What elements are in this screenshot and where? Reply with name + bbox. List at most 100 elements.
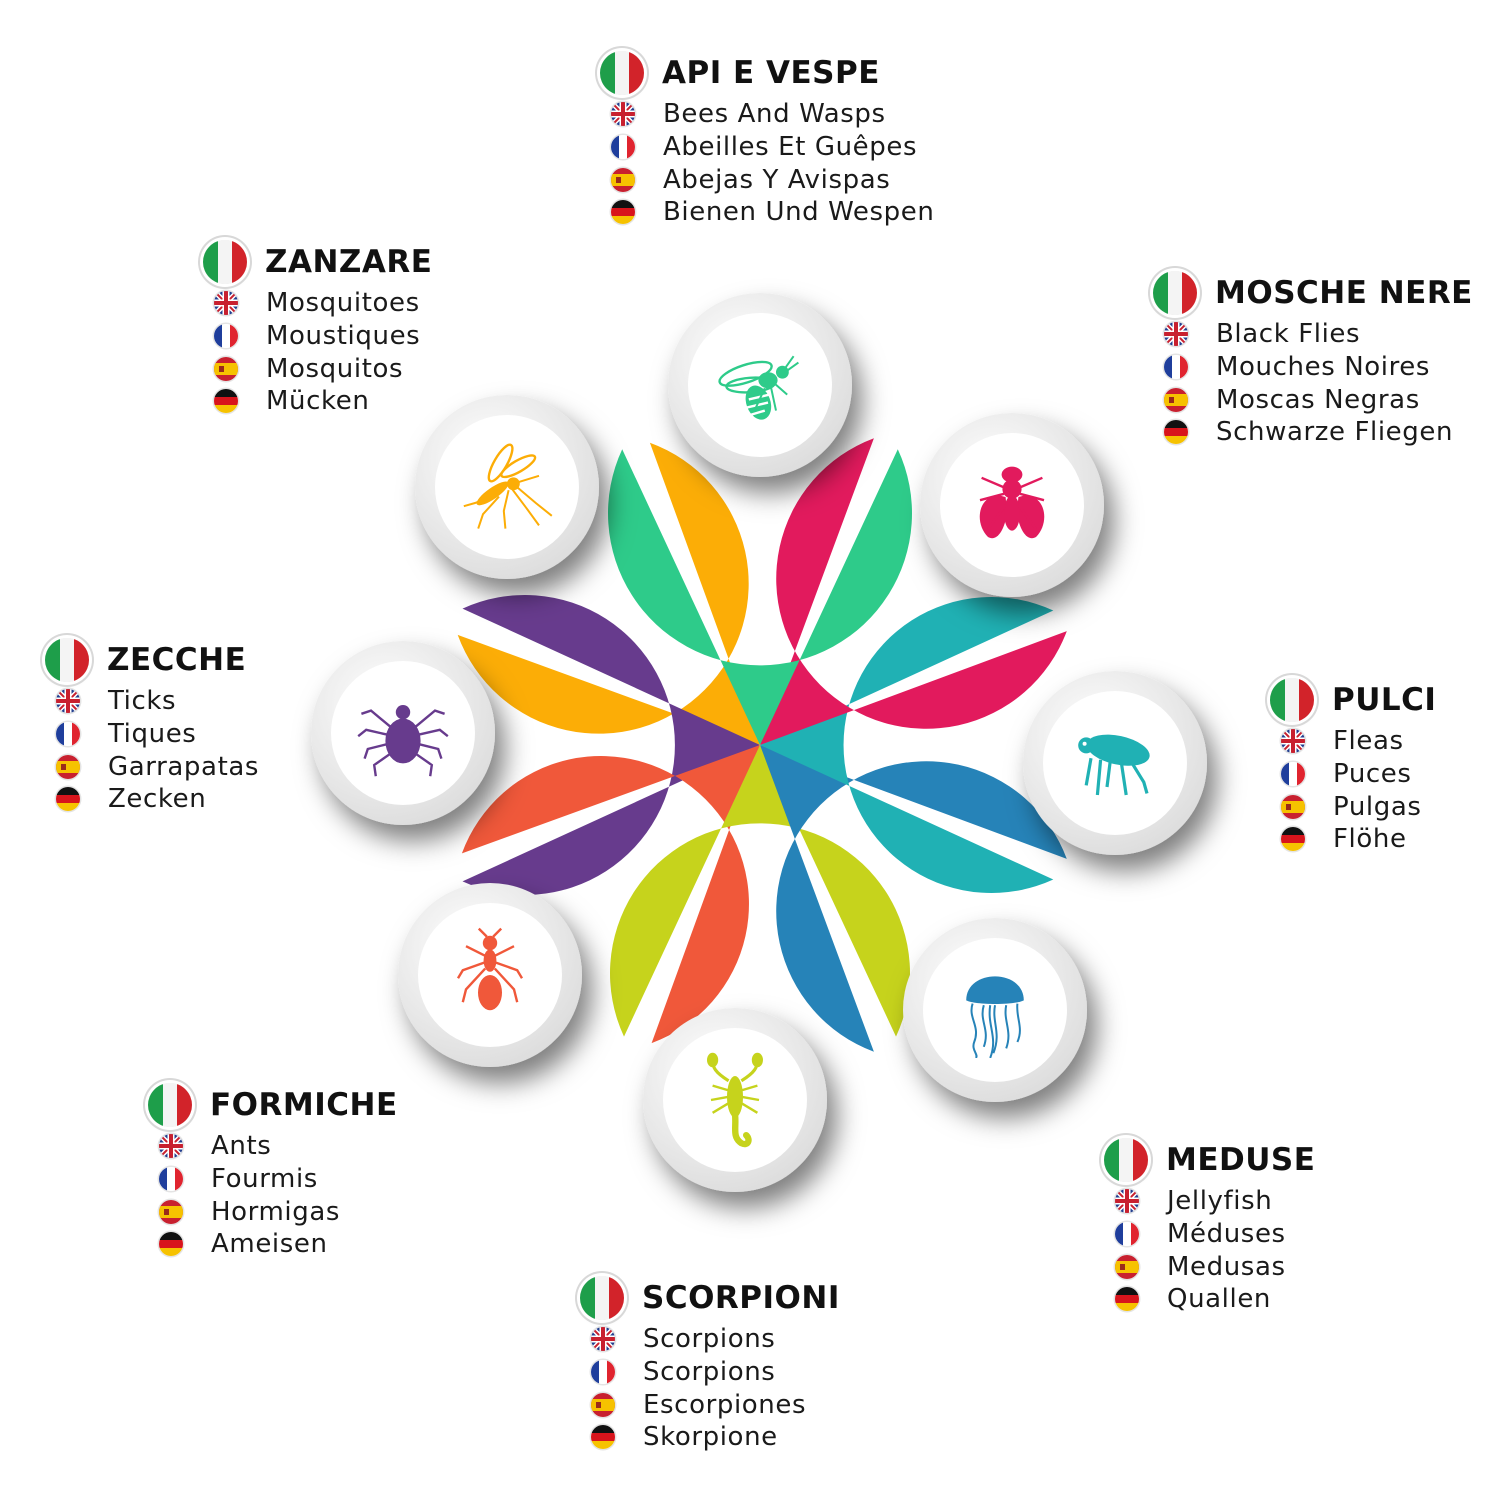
germany-flag-icon <box>611 200 635 225</box>
translation-row: Abeilles Et Guêpes <box>600 131 934 164</box>
title-row: ZECCHE <box>45 635 259 685</box>
italy-flag-icon <box>203 240 247 284</box>
translation-row: Zecken <box>45 783 259 816</box>
petal-blackflies <box>760 438 1067 745</box>
translation-text: Jellyfish <box>1167 1186 1273 1217</box>
spain-flag-icon <box>1164 387 1188 412</box>
translation-text: Skorpione <box>643 1422 778 1453</box>
translation-row: Bienen Und Wespen <box>600 196 934 229</box>
translation-text: Mosquitos <box>266 353 404 384</box>
translation-text: Moustiques <box>266 321 421 352</box>
italy-flag-icon <box>600 51 644 95</box>
germany-flag-icon <box>159 1232 183 1257</box>
france-flag-icon <box>1115 1222 1139 1247</box>
italy-flag-icon <box>1104 1138 1148 1182</box>
spain-flag-icon <box>611 167 635 192</box>
spain-flag-icon <box>1115 1254 1139 1279</box>
france-flag-icon <box>1164 355 1188 380</box>
title-row: MOSCHE NERE <box>1153 268 1473 318</box>
translation-text: Medusas <box>1167 1251 1286 1282</box>
title-row: ZANZARE <box>203 237 432 287</box>
translation-text: Mouches Noires <box>1216 352 1431 383</box>
icon-circle-ants <box>398 883 582 1067</box>
translation-row: Moustiques <box>203 320 432 353</box>
translation-text: Zecken <box>108 784 207 815</box>
france-flag-icon <box>1281 762 1305 787</box>
translation-text: Schwarze Fliegen <box>1216 417 1454 448</box>
translation-row: Tiques <box>45 718 259 751</box>
germany-flag-icon <box>1115 1287 1139 1312</box>
translation-row: Ameisen <box>148 1228 398 1261</box>
translation-row: Hormigas <box>148 1195 398 1228</box>
uk-flag-icon <box>1164 322 1188 347</box>
translation-row: Schwarze Fliegen <box>1153 416 1473 449</box>
france-flag-icon <box>611 135 635 160</box>
translation-row: Flöhe <box>1270 823 1436 856</box>
germany-flag-icon <box>1164 420 1188 445</box>
icon-circle-bees <box>668 293 852 477</box>
petal-mosquitoes <box>457 442 760 745</box>
uk-flag-icon <box>159 1134 183 1159</box>
italy-flag-icon <box>1270 678 1314 722</box>
germany-flag-icon <box>214 389 238 414</box>
translation-row: Mosquitos <box>203 352 432 385</box>
category-title: SCORPIONI <box>642 1280 840 1316</box>
category-title: API E VESPE <box>662 55 880 91</box>
france-flag-icon <box>591 1360 615 1385</box>
category-title: FORMICHE <box>210 1087 398 1123</box>
translation-text: Black Flies <box>1216 319 1361 350</box>
uk-flag-icon <box>591 1327 615 1352</box>
translation-text: Ticks <box>108 686 177 717</box>
translation-row: Abejas Y Avispas <box>600 163 934 196</box>
translation-text: Tiques <box>108 719 197 750</box>
translation-text: Bienen Und Wespen <box>663 197 935 228</box>
translation-text: Quallen <box>1167 1284 1271 1315</box>
spain-flag-icon <box>214 356 238 381</box>
translation-row: Pulgas <box>1270 790 1436 823</box>
icon-circle-jellyfish <box>903 918 1087 1102</box>
translation-row: Medusas <box>1104 1250 1315 1283</box>
italy-flag-icon <box>148 1083 192 1127</box>
translation-text: Méduses <box>1167 1219 1286 1250</box>
translation-row: Bees And Wasps <box>600 98 934 131</box>
translation-row: Mosquitoes <box>203 287 432 320</box>
translation-row: Jellyfish <box>1104 1185 1315 1218</box>
category-title: ZANZARE <box>265 244 433 280</box>
uk-flag-icon <box>1281 729 1305 754</box>
icon-circle-blackflies <box>920 413 1104 597</box>
spain-flag-icon <box>1281 794 1305 819</box>
italy-flag-icon <box>580 1276 624 1320</box>
translation-text: Abejas Y Avispas <box>663 164 891 195</box>
category-title: MOSCHE NERE <box>1215 275 1473 311</box>
translation-row: Garrapatas <box>45 750 259 783</box>
translation-row: Puces <box>1270 758 1436 791</box>
title-row: API E VESPE <box>600 48 934 98</box>
france-flag-icon <box>159 1167 183 1192</box>
translation-row: Méduses <box>1104 1218 1315 1251</box>
translation-row: Escorpiones <box>580 1388 840 1421</box>
translation-text: Moscas Negras <box>1216 384 1420 415</box>
title-row: PULCI <box>1270 675 1436 725</box>
translation-row: Mücken <box>203 385 432 418</box>
italy-flag-icon <box>1153 271 1197 315</box>
germany-flag-icon <box>591 1425 615 1450</box>
translation-text: Hormigas <box>211 1196 341 1227</box>
icon-circle-mosquitoes <box>415 395 599 579</box>
translation-row: Fourmis <box>148 1163 398 1196</box>
translation-text: Fourmis <box>211 1164 318 1195</box>
petal-scorpions <box>610 745 910 1037</box>
icon-circle-scorpions <box>643 1008 827 1192</box>
translation-row: Skorpione <box>580 1421 840 1454</box>
translation-row: Fleas <box>1270 725 1436 758</box>
france-flag-icon <box>56 722 80 747</box>
translation-text: Ants <box>211 1131 272 1162</box>
germany-flag-icon <box>56 787 80 812</box>
